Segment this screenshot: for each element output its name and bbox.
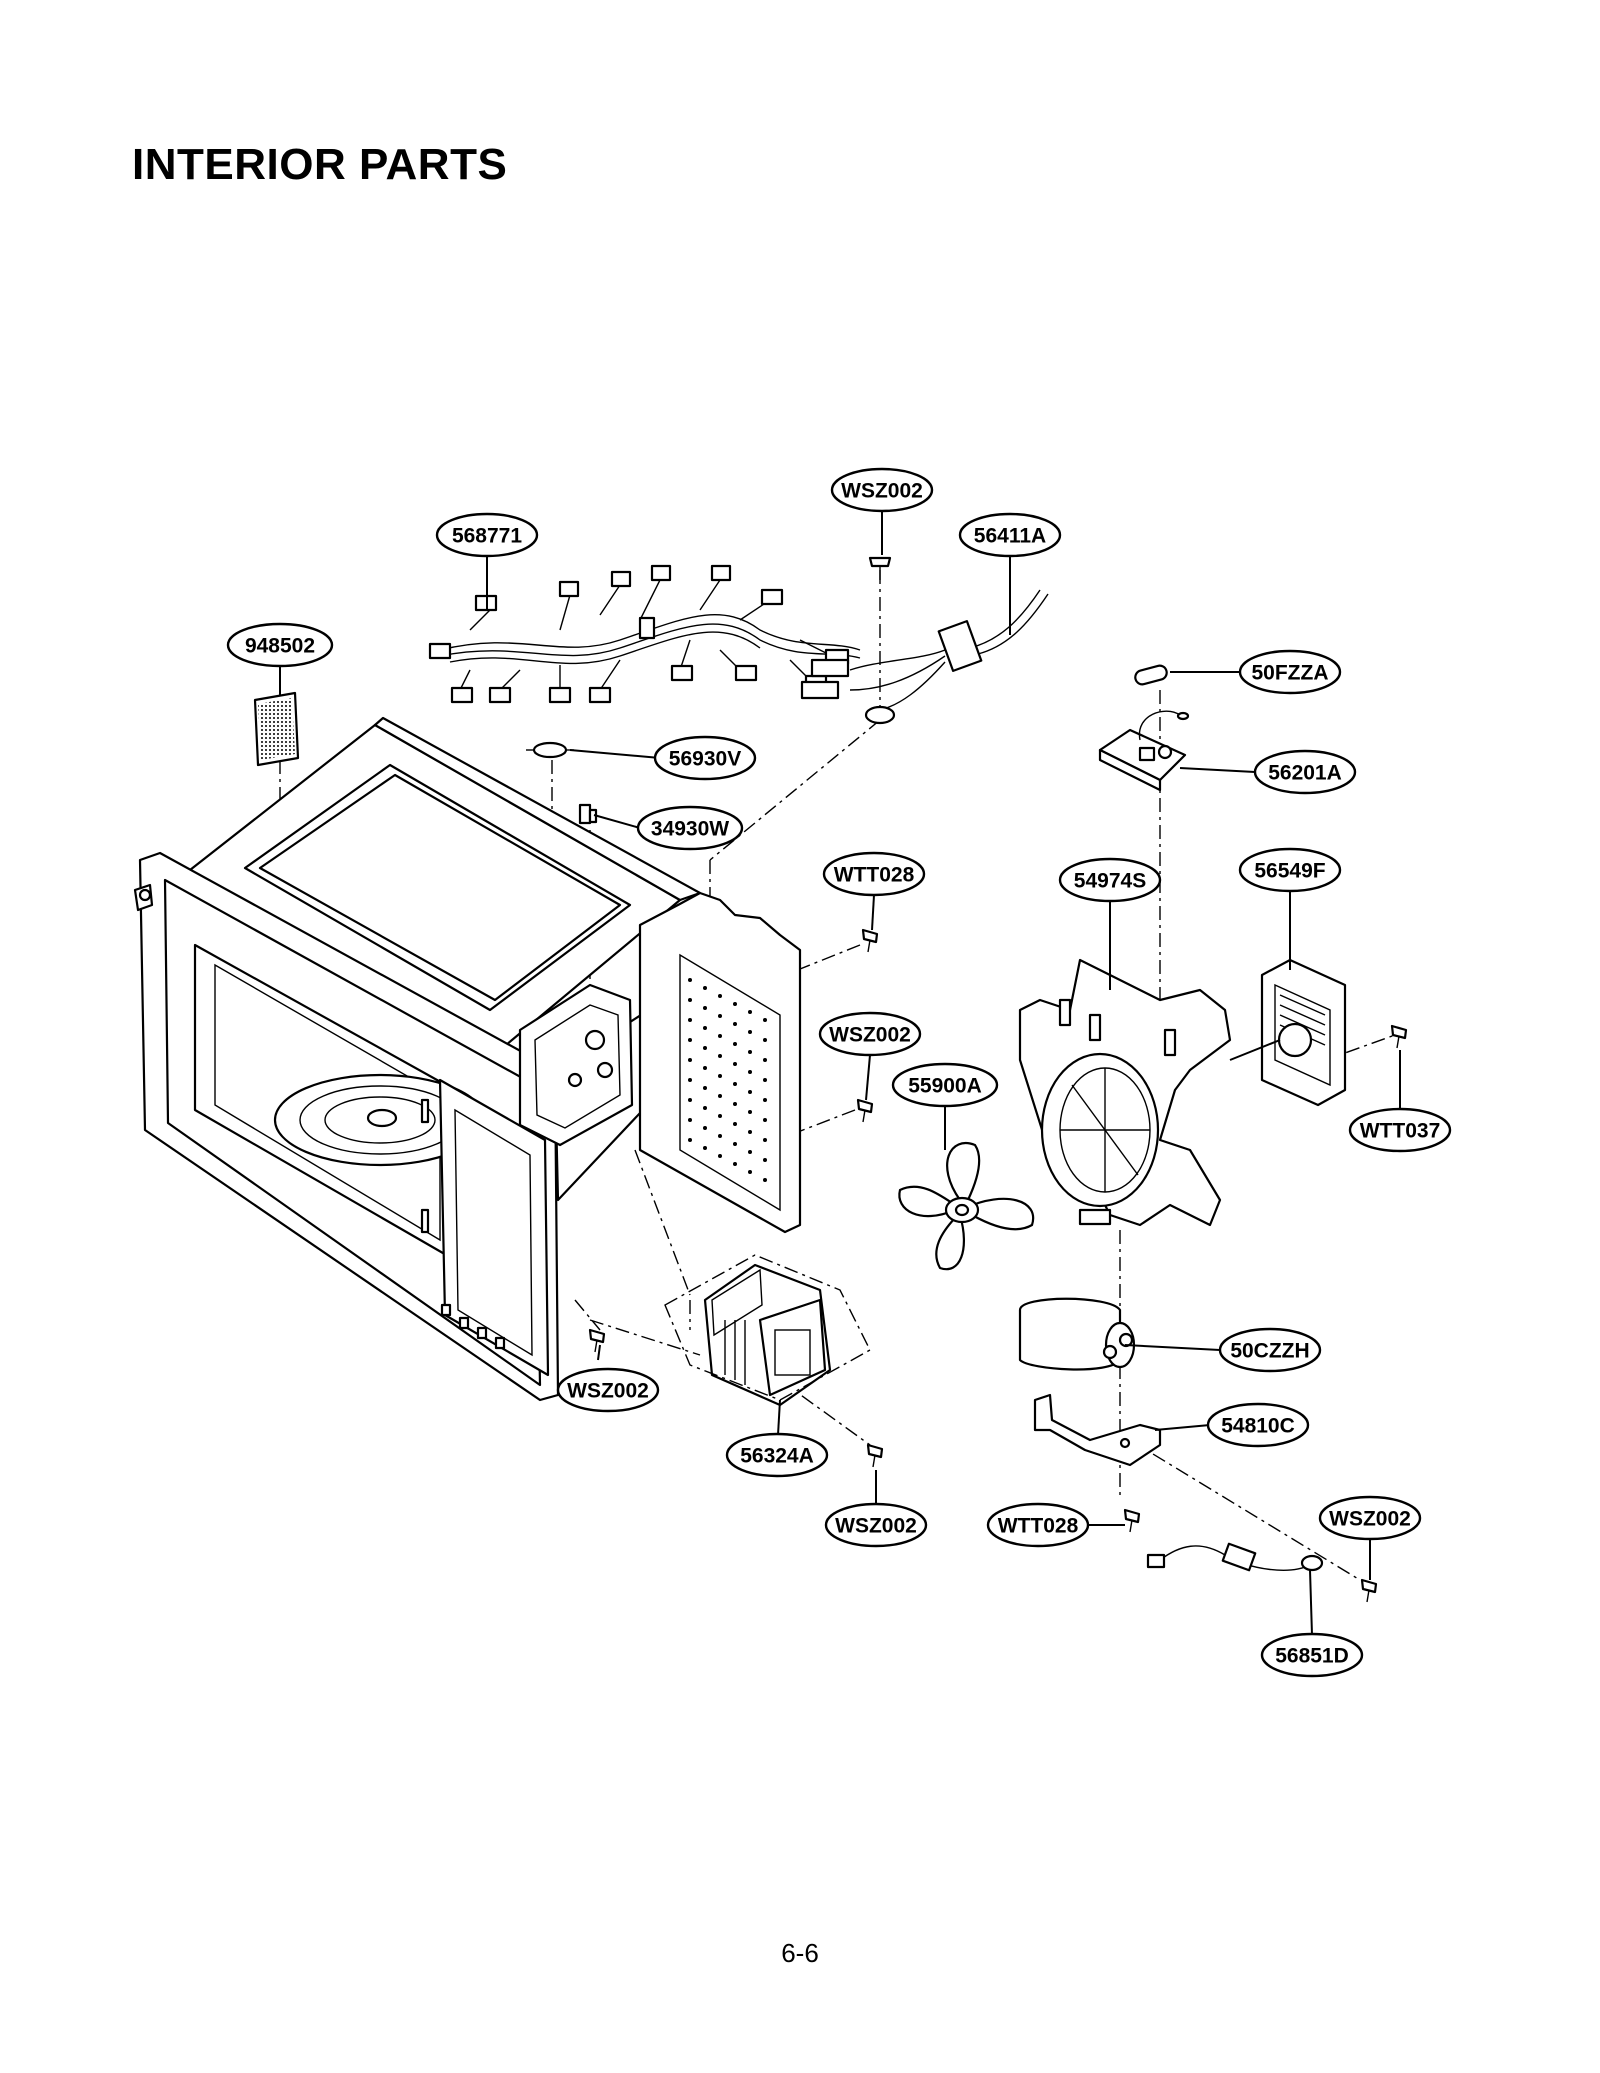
svg-text:54810C: 54810C [1221,1415,1295,1438]
screw-wsz002-mid [856,1098,874,1123]
label-wsz002-top[interactable]: WSZ002 [830,467,934,513]
svg-text:34930W: 34930W [651,818,729,841]
label-56549f[interactable]: 56549F [1238,847,1342,893]
label-wsz002-right[interactable]: WSZ002 [1318,1495,1422,1541]
svg-text:56549F: 56549F [1254,860,1325,883]
svg-text:948502: 948502 [245,635,315,658]
label-55900a[interactable]: 55900A [891,1062,999,1108]
label-568771[interactable]: 568771 [435,512,539,558]
back-panel [638,891,802,1234]
svg-text:WTT028: WTT028 [998,1515,1079,1538]
capacitor-bracket [1033,1393,1162,1467]
svg-text:56324A: 56324A [740,1445,814,1468]
label-56930v[interactable]: 56930V [653,735,757,781]
fan-blade [898,1142,1035,1271]
svg-text:56201A: 56201A [1268,762,1342,785]
svg-text:WSZ002: WSZ002 [829,1024,911,1047]
svg-text:WTT037: WTT037 [1360,1120,1441,1143]
svg-text:55900A: 55900A [908,1075,982,1098]
screw-wsz002-left [588,1328,606,1353]
svg-text:56851D: 56851D [1275,1645,1349,1668]
svg-text:WTT028: WTT028 [834,864,915,887]
leader-lines [279,510,1401,1636]
filter-pad [253,691,300,767]
screw-wtt028-top [861,928,879,953]
svg-text:50CZZH: 50CZZH [1230,1340,1309,1363]
label-wsz002-low[interactable]: WSZ002 [824,1502,928,1548]
part-labels: 568771 WSZ002 56411A 948502 50FZZA 56930… [226,467,1452,1678]
oven-cavity [133,716,702,1402]
svg-text:WSZ002: WSZ002 [567,1380,649,1403]
screws [588,928,1408,1603]
hv-diode [1146,1542,1324,1572]
label-34930w[interactable]: 34930W [636,805,744,851]
screw-wsz002-low [866,1443,884,1468]
fuse [1134,664,1168,686]
label-wtt028-top[interactable]: WTT028 [822,851,926,897]
page-title: INTERIOR PARTS [132,140,508,189]
fan-motor [1229,958,1347,1107]
svg-text:WSZ002: WSZ002 [841,480,923,503]
label-56201a[interactable]: 56201A [1253,749,1357,795]
label-50fzza[interactable]: 50FZZA [1238,649,1342,695]
label-56411a[interactable]: 56411A [958,512,1062,558]
screw-wsz002-right [1360,1578,1378,1603]
svg-text:56930V: 56930V [669,748,741,771]
label-56324a[interactable]: 56324A [725,1432,829,1478]
label-wtt037[interactable]: WTT037 [1348,1107,1452,1153]
svg-text:50FZZA: 50FZZA [1251,662,1328,685]
label-54810c[interactable]: 54810C [1206,1402,1310,1448]
svg-text:WSZ002: WSZ002 [1329,1508,1411,1531]
svg-text:568771: 568771 [452,525,522,548]
noise-filter-board [1098,710,1190,792]
label-wtt028-low[interactable]: WTT028 [986,1502,1090,1548]
screw-wtt028-low [1123,1508,1141,1533]
wire-harness [428,564,861,704]
label-50czzh[interactable]: 50CZZH [1218,1327,1322,1373]
label-54974s[interactable]: 54974S [1058,857,1162,903]
label-wsz002-mid[interactable]: WSZ002 [818,1011,922,1057]
motor-bracket [518,983,634,1147]
page-number: 6-6 [781,1938,819,1968]
transformer [664,1254,871,1407]
label-wsz002-left[interactable]: WSZ002 [556,1367,660,1413]
screw-wtt037 [1390,1024,1408,1049]
label-56851d[interactable]: 56851D [1260,1632,1364,1678]
svg-text:56411A: 56411A [974,525,1046,548]
svg-text:WSZ002: WSZ002 [835,1515,917,1538]
svg-text:54974S: 54974S [1074,870,1146,893]
thermostat [526,741,574,759]
fan-duct [1018,958,1232,1227]
label-948502[interactable]: 948502 [226,622,334,668]
door-switch [578,803,598,825]
power-cord [800,556,1049,725]
capacitor [1018,1297,1136,1371]
